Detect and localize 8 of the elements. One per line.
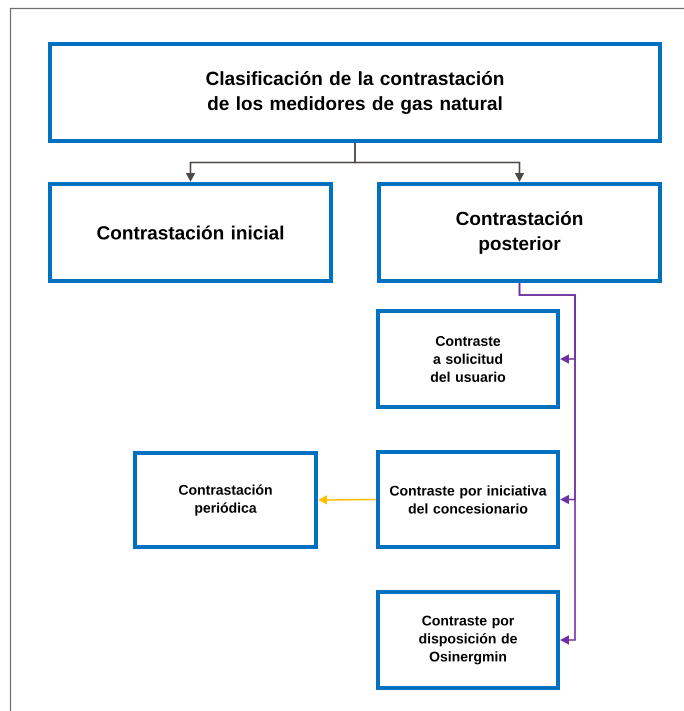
arrow <box>518 283 576 645</box>
process-box: Contrastación inicial <box>48 182 333 283</box>
process-box: Contrastación periódica <box>133 451 318 549</box>
process-box: Contraste por disposición de Osinergmin <box>376 590 560 690</box>
title-box: Clasificación de la contrastación de los medidores de gas natural <box>48 42 662 143</box>
process-box: Contrastación posterior <box>377 182 662 283</box>
process-box: Contraste por iniciativa del concesionario <box>376 450 560 549</box>
process-box: Contraste a solicitud del usuario <box>376 309 560 409</box>
